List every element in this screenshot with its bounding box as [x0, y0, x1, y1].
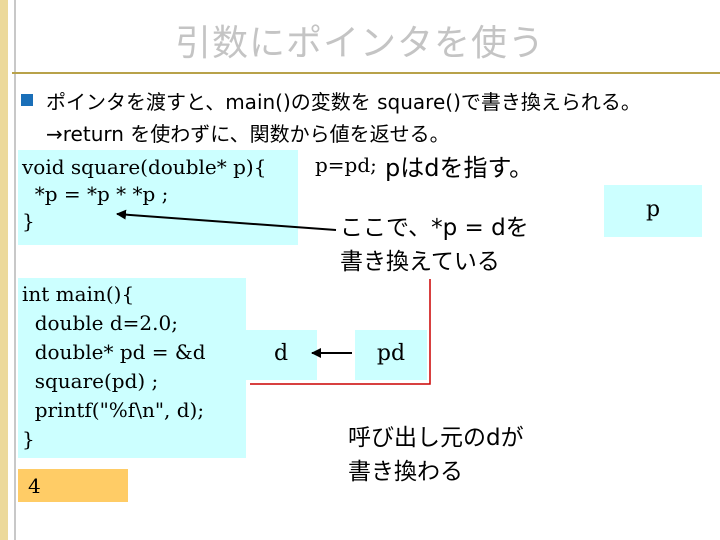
pointer-pd-box: pd: [355, 330, 427, 380]
code-line: }: [22, 427, 35, 451]
p-equals-pd-label: p=pd;: [315, 153, 377, 177]
code-line: double d=2.0;: [22, 311, 178, 335]
slide-left-rule: [14, 0, 16, 540]
caller-note-line2: 書き換わる: [348, 459, 463, 485]
code-line: square(pd) ;: [22, 369, 159, 393]
code-line: *p = *p * *p ;: [22, 182, 169, 206]
bullet-text-line2: →return を使わずに、関数から値を返せる。: [46, 122, 450, 146]
pointer-p-box: p: [604, 185, 702, 237]
output-value: 4: [28, 474, 41, 498]
main-function-code: int main(){ double d=2.0; double* pd = &…: [18, 278, 246, 458]
caller-note-line1: 呼び出し元のdが: [348, 425, 524, 451]
rewrite-note-line1: ここで、*p = dを: [340, 215, 529, 241]
pointer-pd-label: pd: [376, 341, 406, 366]
output-box: 4: [18, 469, 128, 502]
slide-left-border: [0, 0, 8, 540]
slide-title: 引数にポインタを使う: [174, 23, 545, 64]
square-function-code: void square(double* p){ *p = *p * *p ; }: [18, 150, 298, 245]
variable-d-label: d: [273, 341, 289, 366]
rewrite-note-line2: 書き換えている: [340, 249, 500, 275]
title-divider: [12, 72, 720, 74]
variable-d-box: d: [245, 330, 317, 380]
code-line: printf("%f\n", d);: [22, 398, 205, 422]
code-line: double* pd = &d: [22, 340, 206, 364]
code-line: int main(){: [22, 282, 135, 306]
bullet-text-line1: ポインタを渡すと、main()の変数を square()で書き換えられる。: [46, 90, 641, 114]
code-line: }: [22, 209, 35, 233]
code-line: void square(double* p){: [22, 155, 267, 179]
square-bullet-icon: [21, 94, 33, 106]
p-points-d-label: pはdを指す。: [385, 154, 534, 182]
pointer-p-label: p: [645, 197, 661, 222]
pointer-deref-arrow: [116, 209, 337, 231]
red-connector-line: [250, 279, 431, 385]
